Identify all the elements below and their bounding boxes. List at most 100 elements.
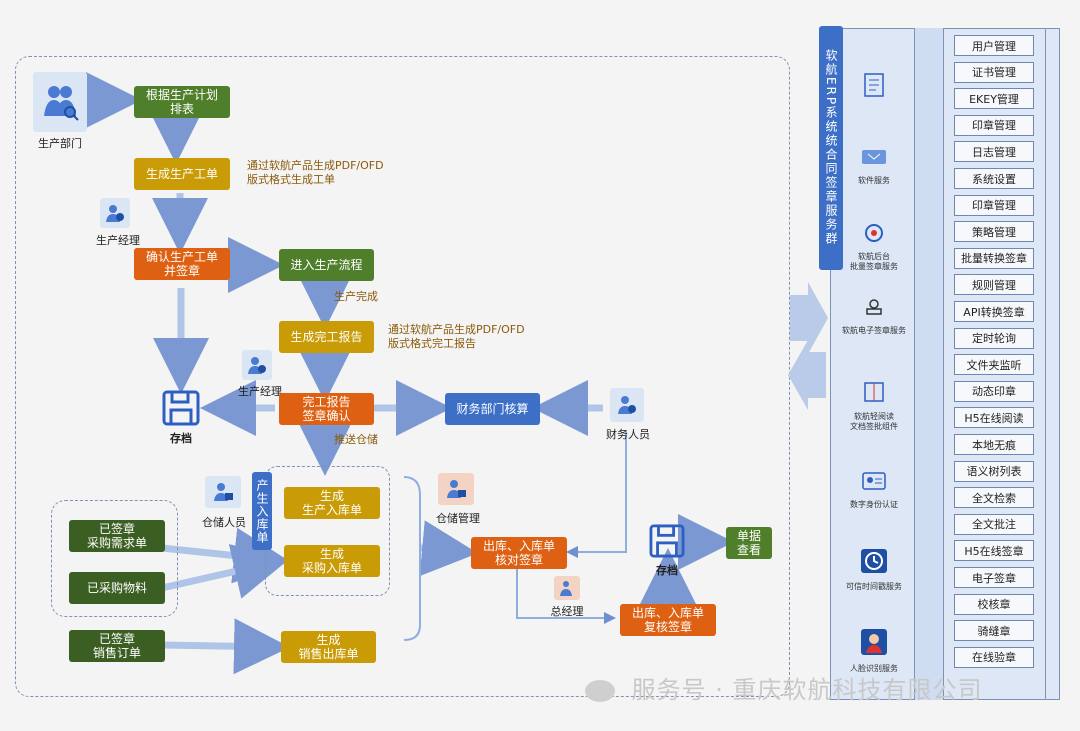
arrow-materials-purchase: [161, 544, 290, 599]
arrow-check-review: [516, 568, 616, 624]
menu-item[interactable]: 证书管理: [954, 61, 1034, 83]
warehouse-mgmt-label: 仓储管理: [436, 512, 480, 525]
menu-item[interactable]: 定时轮询: [954, 327, 1034, 349]
service-id-card: 数字身份认证: [836, 470, 912, 510]
archive-2-label: 存档: [656, 564, 678, 577]
document-icon: [864, 73, 884, 97]
service-document: [836, 72, 912, 102]
general-manager-avatar: [554, 576, 580, 600]
floppy-disk-icon: [649, 524, 685, 558]
menu-item[interactable]: 校核章: [954, 593, 1034, 615]
menu-item[interactable]: 印章管理: [954, 194, 1034, 216]
finance-staff-label: 财务人员: [606, 428, 650, 441]
menu-item[interactable]: H5在线阅读: [954, 407, 1034, 429]
note-push-warehouse: 推送仓储: [334, 433, 378, 446]
wechat-icon: [585, 680, 615, 702]
production-manager-2-avatar: [242, 350, 272, 380]
step-doc-view: 单据 查看: [726, 527, 772, 559]
service-batch-sign: 软航后台 批量签章服务: [836, 222, 912, 272]
production-manager-1-avatar: [100, 198, 130, 228]
purchase-group-region: [51, 500, 178, 617]
menu-item[interactable]: 动态印章: [954, 380, 1034, 402]
id-card-icon: [862, 472, 886, 490]
service-face-id: 人脸识别服务: [836, 628, 912, 674]
step-gen-purchase-entry: 生成 采购入库单: [284, 545, 380, 577]
face-id-icon: [861, 629, 887, 655]
menu-item[interactable]: API转换签章: [954, 301, 1034, 322]
step-schedule: 根据生产计划 排表: [134, 86, 230, 118]
arrow-group-check: [419, 520, 478, 577]
menu-item[interactable]: 印章管理: [954, 114, 1034, 136]
watermark: 服务号 · 重庆软航科技有限公司: [585, 670, 983, 705]
arrow-into-panel: [790, 282, 828, 354]
sign-service-icon: [862, 150, 886, 164]
step-signed-purchase-req: 已签章 采购需求单: [69, 520, 165, 552]
finance-staff-avatar: [610, 388, 644, 422]
menu-item[interactable]: 在线验章: [954, 646, 1034, 668]
floppy-disk-icon: [162, 390, 200, 426]
service-sign-label: 软件服务: [858, 176, 890, 185]
menu-item[interactable]: 全文检索: [954, 487, 1034, 509]
step-report-sign: 完工报告 签章确认: [279, 393, 374, 425]
service-sign: 软件服务: [836, 146, 912, 186]
reader-icon: [864, 382, 884, 402]
step-produce-entry-vertical: 产生入库单: [252, 472, 272, 550]
menu-item[interactable]: 本地无痕: [954, 434, 1034, 455]
menu-item[interactable]: 文件夹监听: [954, 354, 1034, 376]
service-face-id-label: 人脸识别服务: [850, 664, 898, 673]
note-pdf-2: 通过软航产品生成PDF/OFD 版式格式完工报告: [388, 323, 525, 350]
arrow-finance-down-check: [566, 430, 627, 558]
service-stamp: 软航电子签章服务: [836, 298, 912, 336]
menu-item[interactable]: 规则管理: [954, 274, 1034, 296]
step-enter-process: 进入生产流程: [279, 249, 374, 281]
panel-title: 软航ERP系统统合同签章服务群: [819, 26, 843, 270]
service-column-divider: [914, 28, 944, 700]
service-timestamp-label: 可信时间戳服务: [846, 582, 902, 591]
service-id-card-label: 数字身份认证: [850, 500, 898, 509]
service-stamp-label: 软航电子签章服务: [842, 326, 906, 335]
bracket-group: [403, 476, 421, 641]
watermark-text: 服务号 · 重庆软航科技有限公司: [631, 676, 983, 704]
production-manager-2-label: 生产经理: [238, 385, 282, 398]
production-manager-1-label: 生产经理: [96, 234, 140, 247]
service-batch-sign-label: 软航后台 批量签章服务: [850, 252, 898, 271]
step-check-sign: 出库、入库单 核对签章: [471, 537, 567, 569]
warehouse-mgmt-avatar: [438, 473, 474, 505]
note-pdf-1: 通过软航产品生成PDF/OFD 版式格式生成工单: [247, 159, 384, 186]
menu-item[interactable]: 语义树列表: [954, 460, 1034, 482]
step-gen-sales-exit: 生成 销售出库单: [281, 631, 376, 663]
menu-item[interactable]: 批量转换签章: [954, 247, 1034, 269]
arrow-out-panel: [788, 340, 826, 410]
archive-1: 存档: [162, 390, 202, 446]
menu-item[interactable]: 日志管理: [954, 141, 1034, 163]
service-reader: 软航轻阅读 文档签批组件: [836, 380, 912, 432]
menu-item[interactable]: 策略管理: [954, 221, 1034, 243]
service-reader-label: 软航轻阅读 文档签批组件: [850, 412, 898, 431]
archive-1-label: 存档: [170, 432, 192, 445]
step-gen-prod-entry: 生成 生产入库单: [284, 487, 380, 519]
batch-sign-icon: [865, 224, 883, 242]
warehouse-staff-label: 仓储人员: [202, 516, 246, 529]
menu-item[interactable]: H5在线签章: [954, 540, 1034, 562]
stamp-service-icon: [866, 299, 882, 315]
step-completion-report: 生成完工报告: [279, 321, 374, 353]
production-dept-avatar: [33, 72, 87, 132]
archive-2: 存档: [649, 524, 689, 578]
menu-item[interactable]: 系统设置: [954, 168, 1034, 189]
step-review-sign: 出库、入库单 复核签章: [620, 604, 716, 636]
step-confirm-work-order: 确认生产工单 并签章: [134, 248, 230, 280]
step-signed-sales-order: 已签章 销售订单: [69, 630, 165, 662]
menu-item[interactable]: 骑缝章: [954, 620, 1034, 642]
menu-item[interactable]: 电子签章: [954, 567, 1034, 588]
menu-item[interactable]: 用户管理: [954, 35, 1034, 56]
production-dept-label: 生产部门: [38, 137, 82, 150]
step-purchased-materials: 已采购物料: [69, 572, 165, 604]
step-finance-check: 财务部门核算: [445, 393, 540, 425]
step-gen-work-order: 生成生产工单: [134, 158, 230, 190]
timestamp-icon: [861, 549, 887, 573]
warehouse-staff-avatar: [205, 476, 241, 508]
menu-item[interactable]: EKEY管理: [954, 88, 1034, 110]
menu-item[interactable]: 全文批注: [954, 513, 1034, 535]
menu-column-bg: [945, 28, 1046, 700]
